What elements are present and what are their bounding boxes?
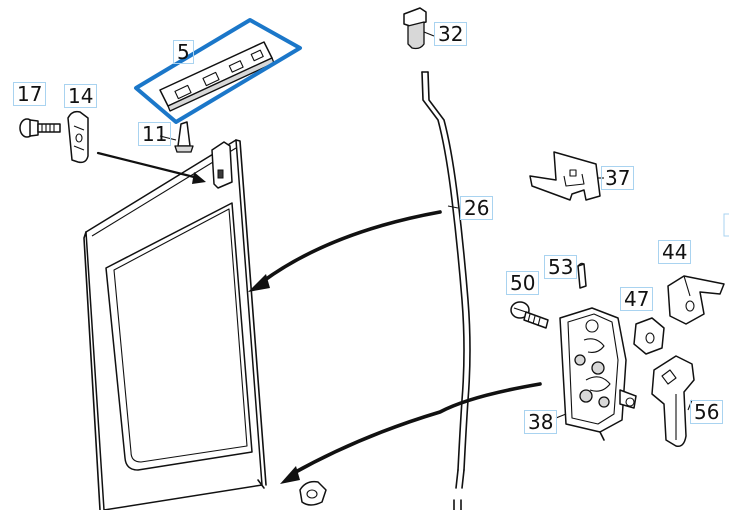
part-50-screw[interactable]: [510, 301, 549, 329]
arrow-upper-to-door: [248, 210, 442, 292]
part-56-handle[interactable]: [651, 355, 695, 448]
door-top-hinge: [211, 141, 233, 189]
part-37-bracket[interactable]: [529, 151, 601, 201]
callout-44: 44: [658, 240, 692, 264]
door-lower-fitting: [299, 480, 327, 506]
callout-26: 26: [460, 196, 494, 220]
callout-50: 50: [506, 271, 540, 295]
part-17-bolt[interactable]: [19, 118, 61, 138]
part-5-guide-rail[interactable]: [134, 18, 302, 124]
callout-32: 32: [434, 22, 468, 46]
offscreen-callout-edge: [723, 213, 729, 237]
part-47-block[interactable]: [633, 317, 665, 355]
callout-17: 17: [13, 82, 47, 106]
door-panel: [83, 139, 267, 510]
callout-5: 5: [173, 40, 194, 64]
arrow-lower-to-door: [280, 382, 542, 484]
callout-37: 37: [601, 166, 635, 190]
part-53-pin[interactable]: [577, 262, 587, 289]
part-44-bracket[interactable]: [667, 275, 725, 325]
callout-11: 11: [138, 122, 172, 146]
part-38-lock[interactable]: [559, 307, 637, 441]
callout-38: 38: [524, 410, 558, 434]
part-11-clip[interactable]: [174, 121, 194, 153]
part-5-highlight-outline: [134, 18, 302, 124]
callout-56: 56: [690, 400, 724, 424]
part-32-stopper[interactable]: [403, 7, 427, 50]
callout-47: 47: [620, 287, 654, 311]
arrow-14-to-door: [96, 151, 206, 184]
callout-14: 14: [64, 84, 98, 108]
part-26-rod[interactable]: [421, 71, 471, 510]
part-14-bracket[interactable]: [67, 110, 89, 164]
callout-53: 53: [544, 255, 578, 279]
